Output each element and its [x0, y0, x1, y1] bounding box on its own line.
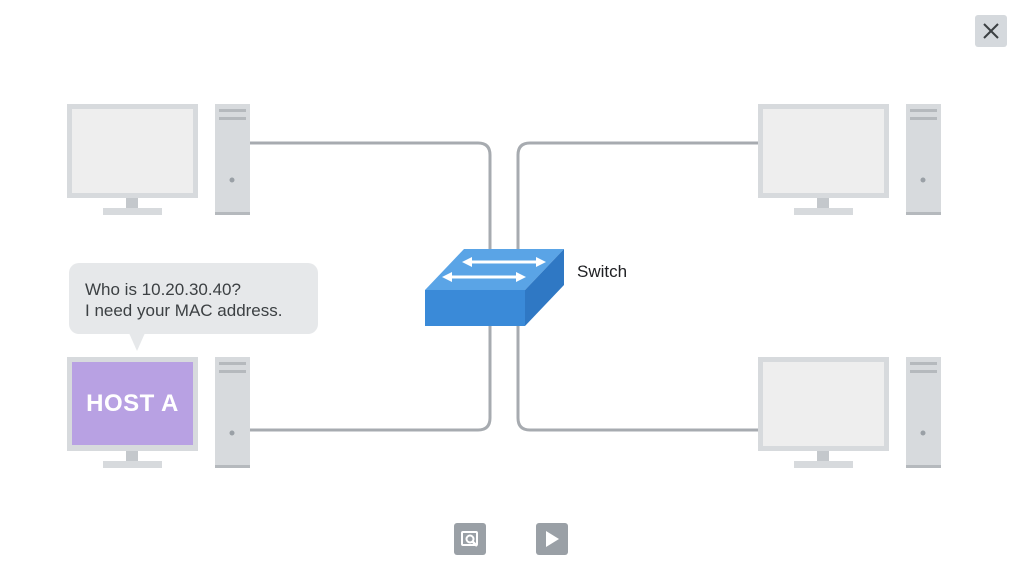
computer-top-right	[758, 104, 941, 215]
screen	[763, 109, 884, 193]
tower	[215, 104, 250, 215]
monitor-neck	[817, 451, 829, 461]
speech-bubble: Who is 10.20.30.40? I need your MAC addr…	[69, 263, 318, 334]
computer-top-left	[67, 104, 250, 215]
switch-icon	[425, 249, 564, 326]
speech-bubble-tail	[129, 333, 145, 351]
screen	[72, 109, 193, 193]
computer-bottom-right	[758, 357, 941, 468]
switch-side	[525, 249, 564, 326]
tower	[906, 357, 941, 468]
cable-bottom-right	[516, 300, 758, 432]
monitor-neck	[126, 451, 138, 461]
host-a-screen	[72, 362, 193, 445]
screen	[763, 362, 884, 446]
close-button[interactable]	[975, 15, 1007, 47]
host-a-label: HOST A	[86, 389, 179, 417]
monitor-base	[103, 208, 162, 215]
cable-top-left	[250, 141, 492, 270]
cable-bottom-left	[250, 300, 492, 432]
play-button[interactable]	[536, 523, 568, 555]
tower	[906, 104, 941, 215]
zoom-icon	[461, 531, 478, 547]
monitor-neck	[126, 198, 138, 208]
monitor-neck	[817, 198, 829, 208]
tower	[215, 357, 250, 468]
switch-front	[425, 290, 525, 326]
switch-top	[425, 249, 564, 290]
close-icon	[983, 23, 999, 39]
monitor-base	[103, 461, 162, 468]
cable-top-right	[516, 141, 758, 270]
speech-bubble-line-1: Who is 10.20.30.40?	[85, 280, 241, 299]
zoom-button[interactable]	[454, 523, 486, 555]
switch-label: Switch	[577, 262, 628, 281]
monitor-base	[794, 461, 853, 468]
computer-host-a	[67, 357, 250, 468]
switch-arrows	[442, 257, 546, 282]
speech-bubble-line-2: I need your MAC address.	[85, 301, 283, 320]
play-icon	[546, 531, 559, 547]
monitor-base	[794, 208, 853, 215]
cables	[250, 141, 758, 432]
